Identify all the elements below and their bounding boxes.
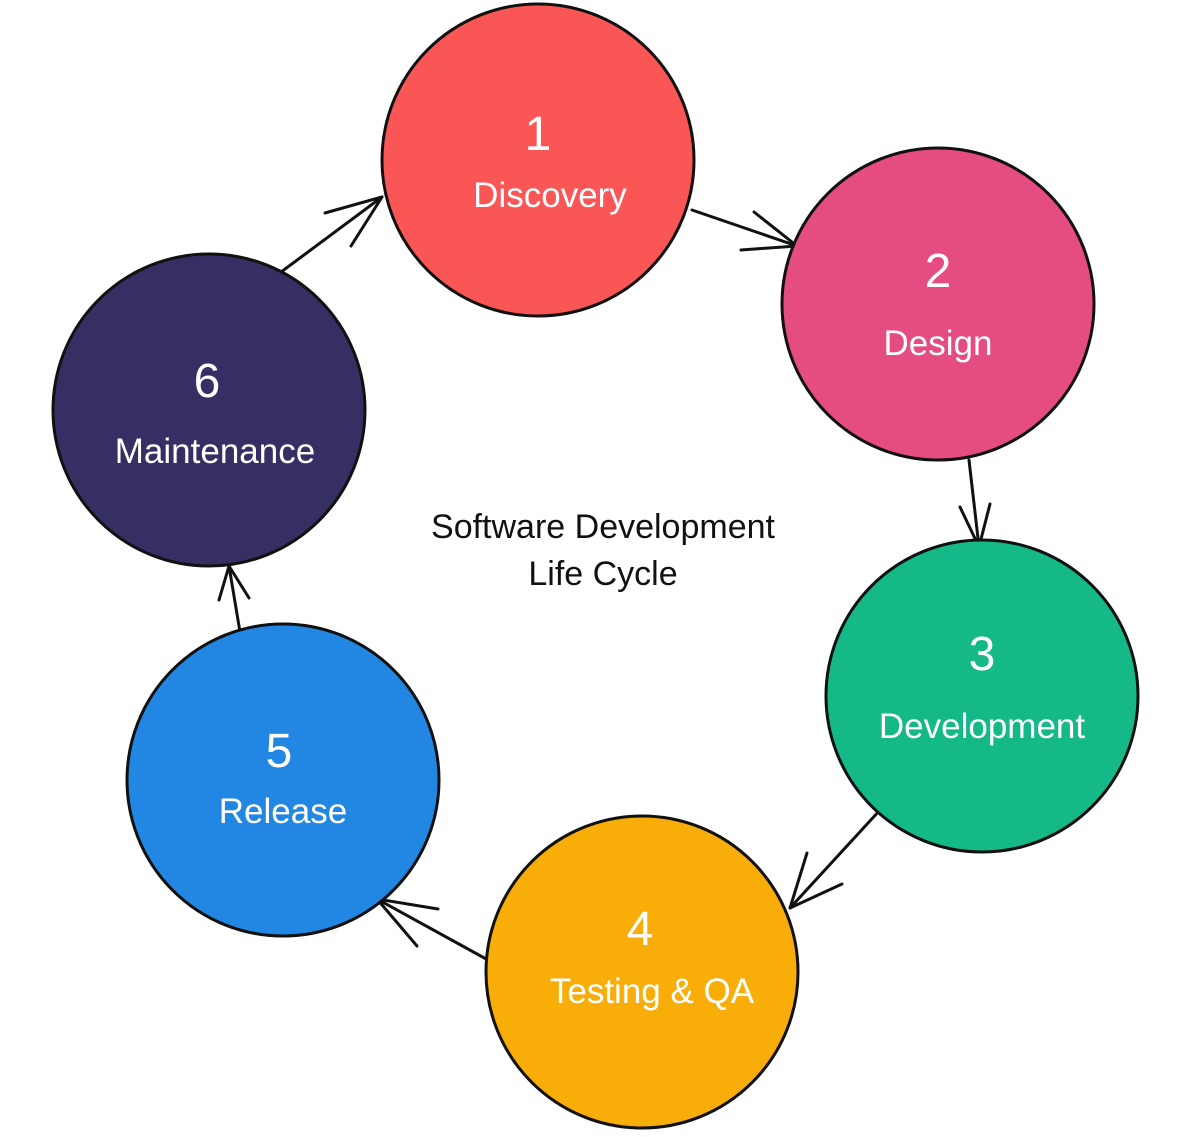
stage-number-development: 3 bbox=[969, 628, 996, 681]
stage-circle-release bbox=[125, 622, 441, 938]
stage-label-testing-qa: Testing & QA bbox=[550, 972, 755, 1011]
arrow-release-to-maintenance bbox=[217, 564, 251, 634]
stage-number-maintenance: 6 bbox=[194, 355, 221, 408]
stage-number-design: 2 bbox=[925, 245, 952, 298]
stage-release: 5 Release bbox=[125, 622, 441, 938]
stage-circle-discovery bbox=[380, 2, 696, 318]
stage-number-discovery: 1 bbox=[525, 108, 552, 161]
stage-label-design: Design bbox=[884, 324, 993, 363]
arrow-discovery-to-design bbox=[690, 208, 799, 252]
stage-maintenance: 6 Maintenance bbox=[51, 252, 367, 568]
arrow-maintenance-to-discovery bbox=[275, 195, 384, 277]
center-title-line1: Software Development bbox=[431, 508, 776, 546]
stage-number-testing-qa: 4 bbox=[627, 903, 654, 956]
stage-circle-testing-qa bbox=[484, 814, 800, 1130]
stage-discovery: 1 Discovery bbox=[380, 2, 696, 318]
flow-arrows bbox=[217, 195, 992, 962]
stage-design: 2 Design bbox=[780, 146, 1096, 462]
stage-number-release: 5 bbox=[266, 725, 293, 778]
arrow-testing-to-release bbox=[375, 897, 490, 962]
stage-circle-maintenance bbox=[51, 252, 367, 568]
stage-testing-qa: 4 Testing & QA bbox=[484, 814, 800, 1130]
stage-label-release: Release bbox=[219, 792, 347, 831]
stage-label-development: Development bbox=[879, 707, 1085, 746]
stage-label-maintenance: Maintenance bbox=[115, 432, 315, 471]
center-title: Software Development Life Cycle bbox=[431, 508, 776, 593]
stage-circle-development bbox=[824, 538, 1140, 854]
arrow-design-to-development bbox=[958, 458, 992, 549]
stage-development: 3 Development bbox=[824, 538, 1140, 854]
arrow-development-to-testing bbox=[788, 808, 882, 910]
stage-circle-design bbox=[780, 146, 1096, 462]
stage-label-discovery: Discovery bbox=[473, 176, 627, 215]
center-title-line2: Life Cycle bbox=[528, 555, 677, 593]
